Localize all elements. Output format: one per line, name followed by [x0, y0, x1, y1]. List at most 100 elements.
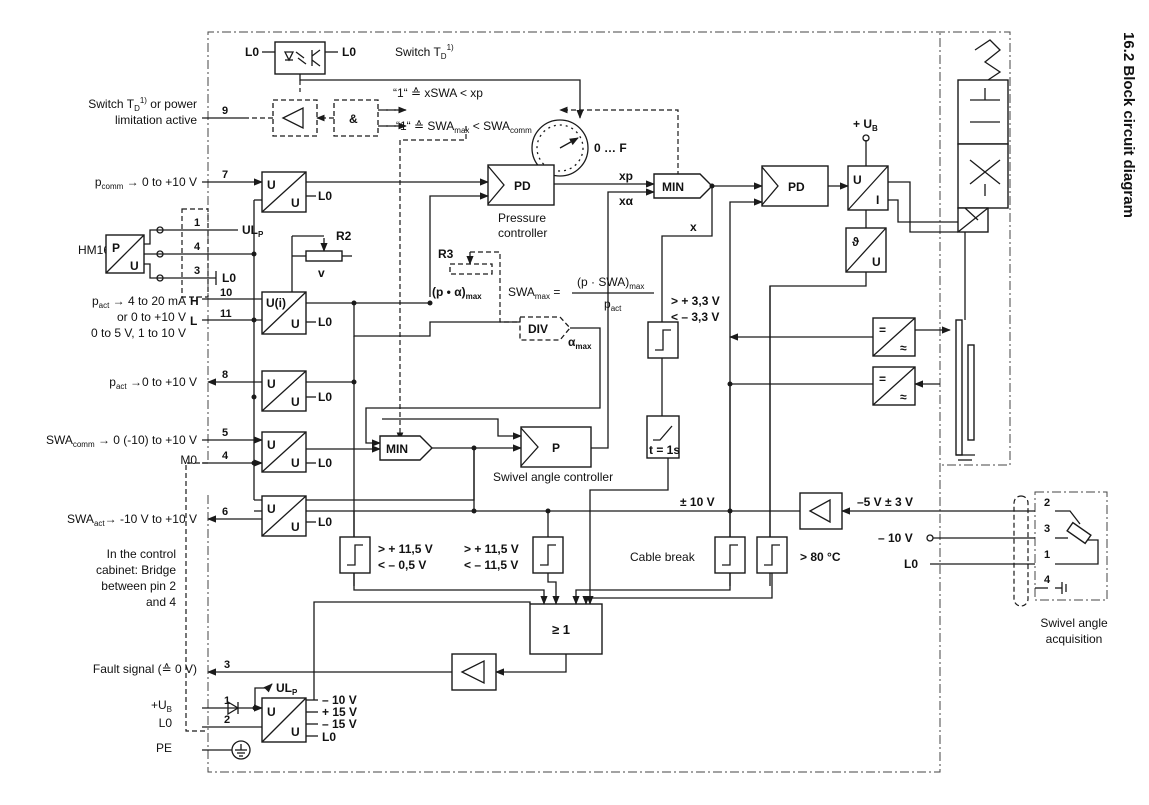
svg-text:3: 3: [194, 265, 200, 277]
svg-text:U: U: [291, 520, 300, 534]
svg-text:> + 11,5 V: > + 11,5 V: [464, 542, 519, 556]
svg-text:xp: xp: [619, 169, 633, 183]
svg-text:DIV: DIV: [528, 322, 548, 336]
uu-block-swacomm: U U L0: [261, 431, 381, 473]
svg-text:L0: L0: [904, 557, 918, 571]
svg-text:6: 6: [222, 506, 228, 518]
left-signal-labels: Switch TD1) or power limitation active p…: [46, 96, 199, 755]
svg-text:< – 3,3 V: < – 3,3 V: [671, 310, 719, 324]
svg-text:&: &: [349, 112, 358, 126]
svg-text:U: U: [291, 456, 300, 470]
boundary-frames: [207, 31, 1108, 773]
svg-text:PD: PD: [788, 180, 805, 194]
svg-text:1: 1: [224, 695, 230, 707]
svg-text:MIN: MIN: [662, 180, 684, 194]
ui-input-block: U(i) U L0: [261, 291, 430, 335]
svg-text:2: 2: [224, 714, 230, 726]
svg-text:± 10 V: ± 10 V: [680, 495, 715, 509]
svg-text:≥ 1: ≥ 1: [552, 622, 570, 637]
svg-text:0 … F: 0 … F: [594, 141, 627, 155]
svg-text:+ UB: + UB: [853, 117, 878, 133]
svg-text:Switch TD1) or power: Switch TD1) or power: [88, 96, 197, 113]
swivel-angle-controller: P Swivel angle controller: [493, 426, 613, 484]
svg-text:> + 11,5 V: > + 11,5 V: [378, 542, 433, 556]
svg-text:3: 3: [224, 659, 230, 671]
uu-block-swaact: U U L0: [261, 495, 332, 537]
svg-text:cabinet: Bridge: cabinet: Bridge: [96, 563, 176, 577]
svg-text:U: U: [291, 196, 300, 210]
svg-text:≈: ≈: [900, 341, 907, 355]
svg-text:< – 0,5 V: < – 0,5 V: [378, 558, 426, 572]
svg-text:R2: R2: [336, 229, 352, 243]
min-block-top: MIN: [653, 173, 713, 199]
svg-text:acquisition: acquisition: [1046, 632, 1103, 646]
svg-text:“1“ ≙ SWAmax < SWAcomm: “1“ ≙ SWAmax < SWAcomm: [396, 119, 532, 135]
svg-text:1: 1: [194, 217, 200, 229]
svg-text:9: 9: [222, 105, 228, 117]
pressure-controller: PD Pressure controller: [487, 164, 555, 240]
converter-top: = ≈: [872, 317, 951, 357]
r2-potentiometer: R2 v: [291, 229, 352, 292]
r3-potentiometer: R3 (p • α)max: [432, 247, 520, 323]
svg-text:+UB: +UB: [151, 698, 172, 714]
svg-text:U: U: [872, 255, 881, 269]
svg-text:U: U: [267, 438, 276, 452]
svg-text:ULP: ULP: [242, 223, 264, 239]
svg-text:L0: L0: [318, 456, 332, 470]
timer-block: t = 1s: [646, 415, 680, 459]
input-amplifier: [799, 492, 843, 530]
svg-text:pact → 4 to 20 mA: pact → 4 to 20 mA: [92, 294, 186, 310]
comparator-cable-break: Cable break: [630, 536, 746, 574]
svg-text:10: 10: [220, 287, 232, 299]
dial-icon: 0 … F: [524, 119, 627, 179]
svg-text:between pin 2: between pin 2: [101, 579, 176, 593]
svg-text:U: U: [291, 317, 300, 331]
svg-text:pact →0 to +10 V: pact →0 to +10 V: [109, 375, 197, 391]
svg-text:+ 15 V: + 15 V: [322, 705, 357, 719]
power-supply: ULP U U – 10 V + 15 V – 15 V L0: [227, 681, 357, 744]
svg-text:> + 3,3 V: > + 3,3 V: [671, 294, 720, 308]
svg-text:L0: L0: [222, 271, 236, 285]
svg-text:> 80 °C: > 80 °C: [800, 550, 841, 564]
svg-text:3: 3: [1044, 523, 1050, 535]
svg-text:(p • α)max: (p • α)max: [432, 285, 482, 301]
svg-text:controller: controller: [498, 226, 547, 240]
svg-text:U: U: [291, 725, 300, 739]
svg-text:SWAmax =: SWAmax =: [508, 285, 560, 301]
svg-text:U: U: [291, 395, 300, 409]
svg-text:0 to 5 V, 1 to 10 V: 0 to 5 V, 1 to 10 V: [91, 326, 186, 340]
svg-text:11: 11: [220, 308, 232, 320]
svg-text:L: L: [190, 314, 197, 328]
svg-text:(p · SWA)max: (p · SWA)max: [577, 275, 644, 291]
converter-bottom: = ≈: [872, 366, 940, 406]
pin-lines: 9 7 10 11 8 5 4 6 3 1 2: [202, 105, 452, 751]
hm16-sensor: P U: [105, 226, 165, 282]
valve-pd-controller: PD: [761, 165, 829, 207]
svg-text:αmax: αmax: [568, 335, 592, 351]
svg-text:=: =: [879, 323, 886, 337]
svg-text:L0: L0: [318, 390, 332, 404]
svg-text:=: =: [879, 372, 886, 386]
fault-amplifier: [451, 653, 497, 691]
svg-text:ULP: ULP: [276, 681, 298, 697]
svg-text:t = 1s: t = 1s: [649, 443, 680, 457]
svg-text:L0: L0: [159, 716, 173, 730]
svg-text:– 10 V: – 10 V: [878, 531, 913, 545]
svg-text:L0: L0: [318, 189, 332, 203]
svg-text:Swivel angle controller: Swivel angle controller: [493, 470, 613, 484]
svg-text:“1“ ≙ xSWA < xp: “1“ ≙ xSWA < xp: [393, 86, 483, 100]
svg-text:Cable break: Cable break: [630, 550, 696, 564]
svg-text:U: U: [267, 502, 276, 516]
svg-text:U: U: [853, 173, 862, 187]
svg-text:or 0 to +10 V: or 0 to +10 V: [117, 310, 186, 324]
svg-text:and 4: and 4: [146, 595, 176, 609]
svg-text:< – 11,5 V: < – 11,5 V: [464, 558, 518, 572]
svg-text:SWAact→ -10 V to +10 V: SWAact→ -10 V to +10 V: [67, 512, 197, 528]
svg-text:MIN: MIN: [386, 442, 408, 456]
svg-text:L0: L0: [318, 315, 332, 329]
svg-text:ϑ: ϑ: [852, 235, 859, 249]
svg-text:limitation active: limitation active: [115, 113, 197, 127]
svg-text:P: P: [112, 241, 120, 255]
svg-text:x: x: [690, 220, 697, 234]
